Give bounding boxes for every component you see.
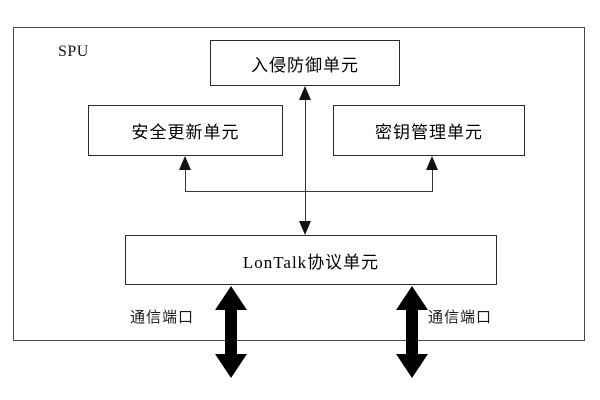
connector-riser-security-update [184,168,186,192]
connector-riser-key-management [431,168,433,192]
block-label-lontalk-protocol-unit: LonTalk协议单元 [242,252,380,272]
communication-port-arrow-right-icon [395,286,429,378]
block-key-management-unit: 密钥管理单元 [333,105,525,156]
communication-port-label-right: 通信端口 [428,310,493,326]
arrowhead-up-security-update-icon [179,156,191,170]
arrowhead-up-intrusion-prevention-icon [299,86,311,100]
arrowhead-up-key-management-icon [426,156,438,170]
block-label-security-update-unit: 安全更新单元 [131,123,240,142]
block-label-key-management-unit: 密钥管理单元 [375,123,483,142]
communication-port-label-left: 通信端口 [130,310,195,326]
arrowhead-down-lontalk-icon [299,221,311,235]
spu-label: SPU [58,43,89,60]
connector-horizontal-bus [185,191,433,193]
communication-port-arrow-left-icon [214,286,248,378]
spu-enclosure-frame [13,27,585,341]
block-security-update-unit: 安全更新单元 [88,105,283,156]
block-label-intrusion-prevention-unit: 入侵防御单元 [251,55,359,75]
block-intrusion-prevention-unit: 入侵防御单元 [210,40,400,86]
connector-central-spine [304,98,306,223]
block-lontalk-protocol-unit: LonTalk协议单元 [125,235,497,285]
